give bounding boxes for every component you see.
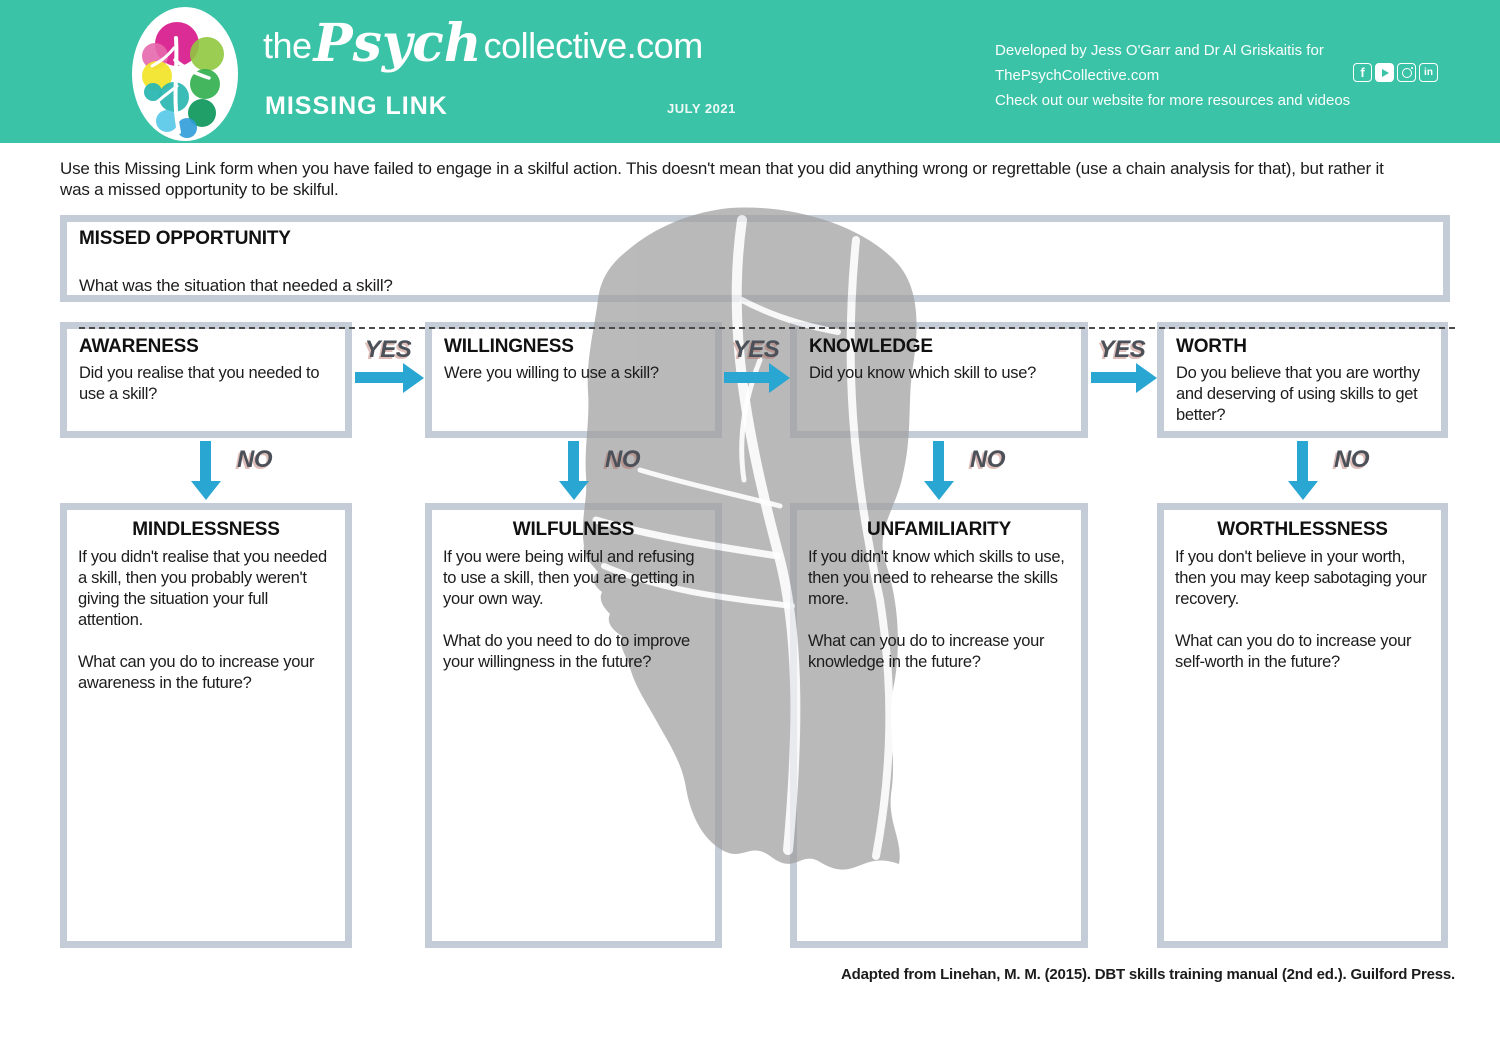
yes-label: YES: [1098, 336, 1146, 363]
missed-opportunity-box: MISSED OPPORTUNITY What was the situatio…: [60, 215, 1455, 329]
result-box-mindlessness: MINDLESSNESS If you didn't realise that …: [60, 503, 352, 948]
box-title: AWARENESS: [79, 336, 199, 357]
box-text: What can you do to increase your self-wo…: [1175, 632, 1412, 671]
brand-collective: collective.com: [483, 25, 704, 66]
box-question: Were you willing to use a skill?: [444, 364, 659, 382]
psych-collective-logo: [55, 0, 265, 148]
header-banner: thePsychcollective.com MISSING LINK JULY…: [0, 0, 1500, 143]
box-question: Did you realise that you needed to use a…: [79, 364, 320, 403]
camera-lens-glyph: [1401, 67, 1412, 78]
result-box-unfamiliarity: UNFAMILIARITY If you didn't know which s…: [790, 503, 1088, 948]
no-label: NO: [1334, 446, 1370, 473]
result-box-wilfulness: WILFULNESS If you were being wilful and …: [425, 503, 722, 948]
play-glyph: [1382, 68, 1389, 77]
box-text: If you didn't know which skills to use, …: [808, 548, 1065, 608]
box-text: What can you do to increase your knowled…: [808, 632, 1045, 671]
linkedin-icon[interactable]: in: [1419, 63, 1438, 82]
yes-arrow: [1091, 362, 1157, 393]
box-title: WILFULNESS: [512, 519, 635, 540]
box-text: If you don't believe in your worth, then…: [1175, 548, 1427, 608]
worksheet-date: JULY 2021: [667, 101, 736, 116]
missed-opportunity-title: MISSED OPPORTUNITY: [79, 228, 291, 249]
box-title: WORTHLESSNESS: [1217, 519, 1388, 540]
logo-head-art: [132, 7, 238, 141]
question-box-knowledge: KNOWLEDGE Did you know which skill to us…: [790, 322, 1088, 438]
instagram-icon[interactable]: [1397, 63, 1416, 82]
missed-opportunity-question: What was the situation that needed a ski…: [79, 276, 393, 295]
credits-block: Developed by Jess O'Garr and Dr Al Grisk…: [995, 38, 1350, 113]
facebook-icon[interactable]: f: [1353, 63, 1372, 82]
social-icons: f in: [1353, 63, 1438, 82]
box-text: If you didn't realise that you needed a …: [78, 548, 327, 629]
no-arrow: [190, 441, 221, 500]
question-box-awareness: AWARENESS Did you realise that you neede…: [60, 322, 352, 438]
credits-line-1: Developed by Jess O'Garr and Dr Al Grisk…: [995, 42, 1324, 59]
youtube-icon[interactable]: [1375, 63, 1394, 82]
answer-line[interactable]: [79, 327, 1455, 329]
intro-paragraph: Use this Missing Link form when you have…: [60, 159, 1384, 199]
yes-arrow: [355, 362, 424, 393]
no-label: NO: [605, 446, 641, 473]
no-label: NO: [237, 446, 273, 473]
yes-arrow: [724, 362, 790, 393]
question-box-willingness: WILLINGNESS Were you willing to use a sk…: [425, 322, 722, 438]
credits-line-2: ThePsychCollective.com: [995, 67, 1160, 84]
brand-wordmark: thePsychcollective.com: [263, 10, 704, 74]
box-title: WILLINGNESS: [444, 336, 574, 357]
worksheet-title: MISSING LINK: [265, 92, 448, 120]
yes-label: YES: [364, 336, 412, 363]
no-arrow: [1287, 441, 1318, 500]
brand-the: the: [263, 25, 312, 66]
credits-line-3: Check out our website for more resources…: [995, 92, 1351, 109]
yes-label: YES: [732, 336, 780, 363]
box-question: Do you believe that you are worthy and d…: [1176, 364, 1420, 424]
box-text: If you were being wilful and refusing to…: [443, 548, 695, 608]
result-box-worthlessness: WORTHLESSNESS If you don't believe in yo…: [1157, 503, 1448, 948]
citation: Adapted from Linehan, M. M. (2015). DBT …: [841, 966, 1455, 983]
box-title: MINDLESSNESS: [132, 519, 280, 540]
no-label: NO: [970, 446, 1006, 473]
box-text: What can you do to increase your awarene…: [78, 653, 315, 692]
box-title: KNOWLEDGE: [809, 336, 933, 357]
box-text: What do you need to do to improve your w…: [443, 632, 690, 671]
box-title: UNFAMILIARITY: [866, 519, 1012, 540]
no-arrow: [558, 441, 589, 500]
box-question: Did you know which skill to use?: [809, 364, 1037, 382]
no-arrow: [923, 441, 954, 500]
question-box-worth: WORTH Do you believe that you are worthy…: [1157, 322, 1448, 438]
box-title: WORTH: [1176, 336, 1247, 357]
brand-psych: Psych: [313, 13, 482, 74]
